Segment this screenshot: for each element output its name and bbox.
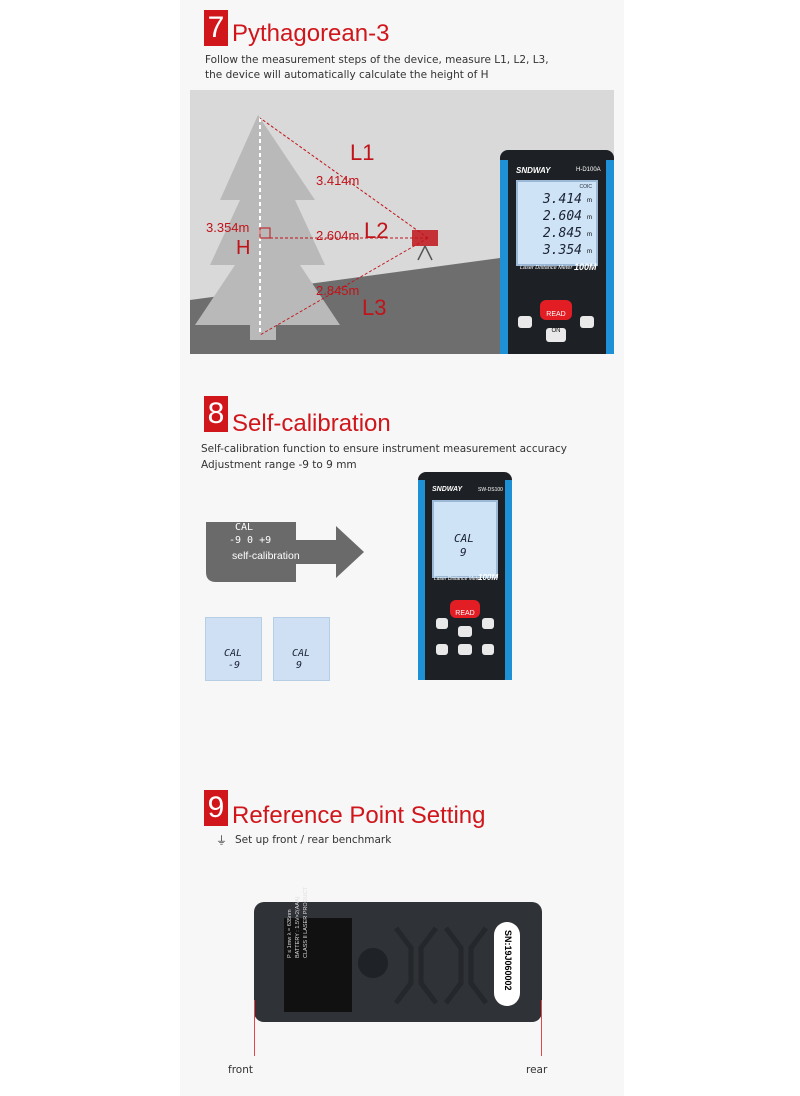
cal-button-2[interactable]	[482, 618, 494, 629]
reading-2: 2.604	[542, 209, 582, 224]
calibration-read-button[interactable]: READ	[450, 600, 480, 618]
calibration-device-lcd: CAL 9	[432, 500, 498, 578]
card-caption: self-calibration	[232, 550, 300, 562]
device-brand: SNDWAY	[516, 166, 551, 175]
cal-button-5[interactable]	[458, 644, 472, 655]
label-l3-value: 2.845m	[316, 283, 360, 298]
section-8-line-1: Self-calibration function to ensure inst…	[201, 443, 567, 455]
cal-button-1[interactable]	[436, 618, 448, 629]
reading-1: 3.414	[542, 192, 582, 207]
label-l3: L3	[362, 295, 387, 320]
label-l1-value: 3.414m	[316, 173, 360, 188]
section-7-title: Pythagorean-3	[232, 20, 390, 47]
reading-4: 3.354	[542, 243, 582, 258]
section-9-title: Reference Point Setting	[232, 802, 486, 829]
function-button[interactable]	[580, 316, 594, 328]
card-line-1: CAL	[235, 522, 254, 533]
cal-button-6[interactable]	[482, 644, 494, 655]
unit-button[interactable]: ON	[546, 328, 566, 342]
section-7-number: 7	[204, 10, 228, 46]
serial-label: SN:19J060002	[494, 922, 520, 1006]
pythagorean-diagram: L1 3.414m 3.354m H 2.604m L2 2.845m L3 S…	[190, 90, 614, 354]
section-8-line-2: Adjustment range -9 to 9 mm	[201, 459, 357, 471]
cal-button-4[interactable]	[436, 644, 448, 655]
grip-pattern	[394, 926, 488, 1005]
front-line	[254, 1000, 255, 1056]
label-l2-value: 2.604m	[316, 228, 360, 243]
tripod-mount	[358, 948, 388, 978]
front-label: front	[228, 1064, 253, 1076]
rear-label: rear	[526, 1064, 548, 1076]
section-9-number: 9	[204, 790, 228, 826]
label-h: H	[236, 237, 251, 259]
reference-icon: ⏚	[216, 835, 227, 847]
section-8-number: 8	[204, 396, 228, 432]
read-button[interactable]: READ	[540, 300, 572, 320]
label-l2: L2	[364, 218, 389, 243]
cal-button-3[interactable]	[458, 626, 472, 637]
device-model: H-D100A	[576, 167, 601, 173]
rear-line	[541, 1000, 542, 1056]
label-h-value: 3.354m	[206, 220, 250, 235]
device-lcd: COIC 3.414 2.604 2.845 3.354 m m m m	[516, 180, 598, 266]
section-9-line-1: Set up front / rear benchmark	[235, 834, 392, 846]
card-line-2: -9 0 +9	[229, 535, 272, 546]
laser-meter-device: SNDWAY H-D100A COIC 3.414 2.604 2.845 3.…	[500, 150, 614, 354]
cal-screen-right: CAL 9	[273, 617, 330, 681]
calibration-arrow	[206, 522, 364, 582]
cal-screen-left: CAL -9	[205, 617, 262, 681]
measure-button[interactable]	[518, 316, 532, 328]
label-l1: L1	[350, 140, 375, 165]
section-8-title: Self-calibration	[232, 410, 391, 437]
rear-device: P ≤ 1mw λ = 635nm BATTERY : 1.5V×2(AAA) …	[254, 887, 542, 1022]
reading-3: 2.845	[542, 226, 582, 241]
section-7-line-1: Follow the measurement steps of the devi…	[205, 54, 549, 66]
section-7-line-2: the device will automatically calculate …	[205, 69, 489, 81]
spec-label: P ≤ 1mw λ = 635nm BATTERY : 1.5V×2(AAA) …	[284, 887, 352, 1012]
calibration-device: SNDWAY SW-DS100 CAL 9 Laser Distance Met…	[418, 472, 512, 680]
